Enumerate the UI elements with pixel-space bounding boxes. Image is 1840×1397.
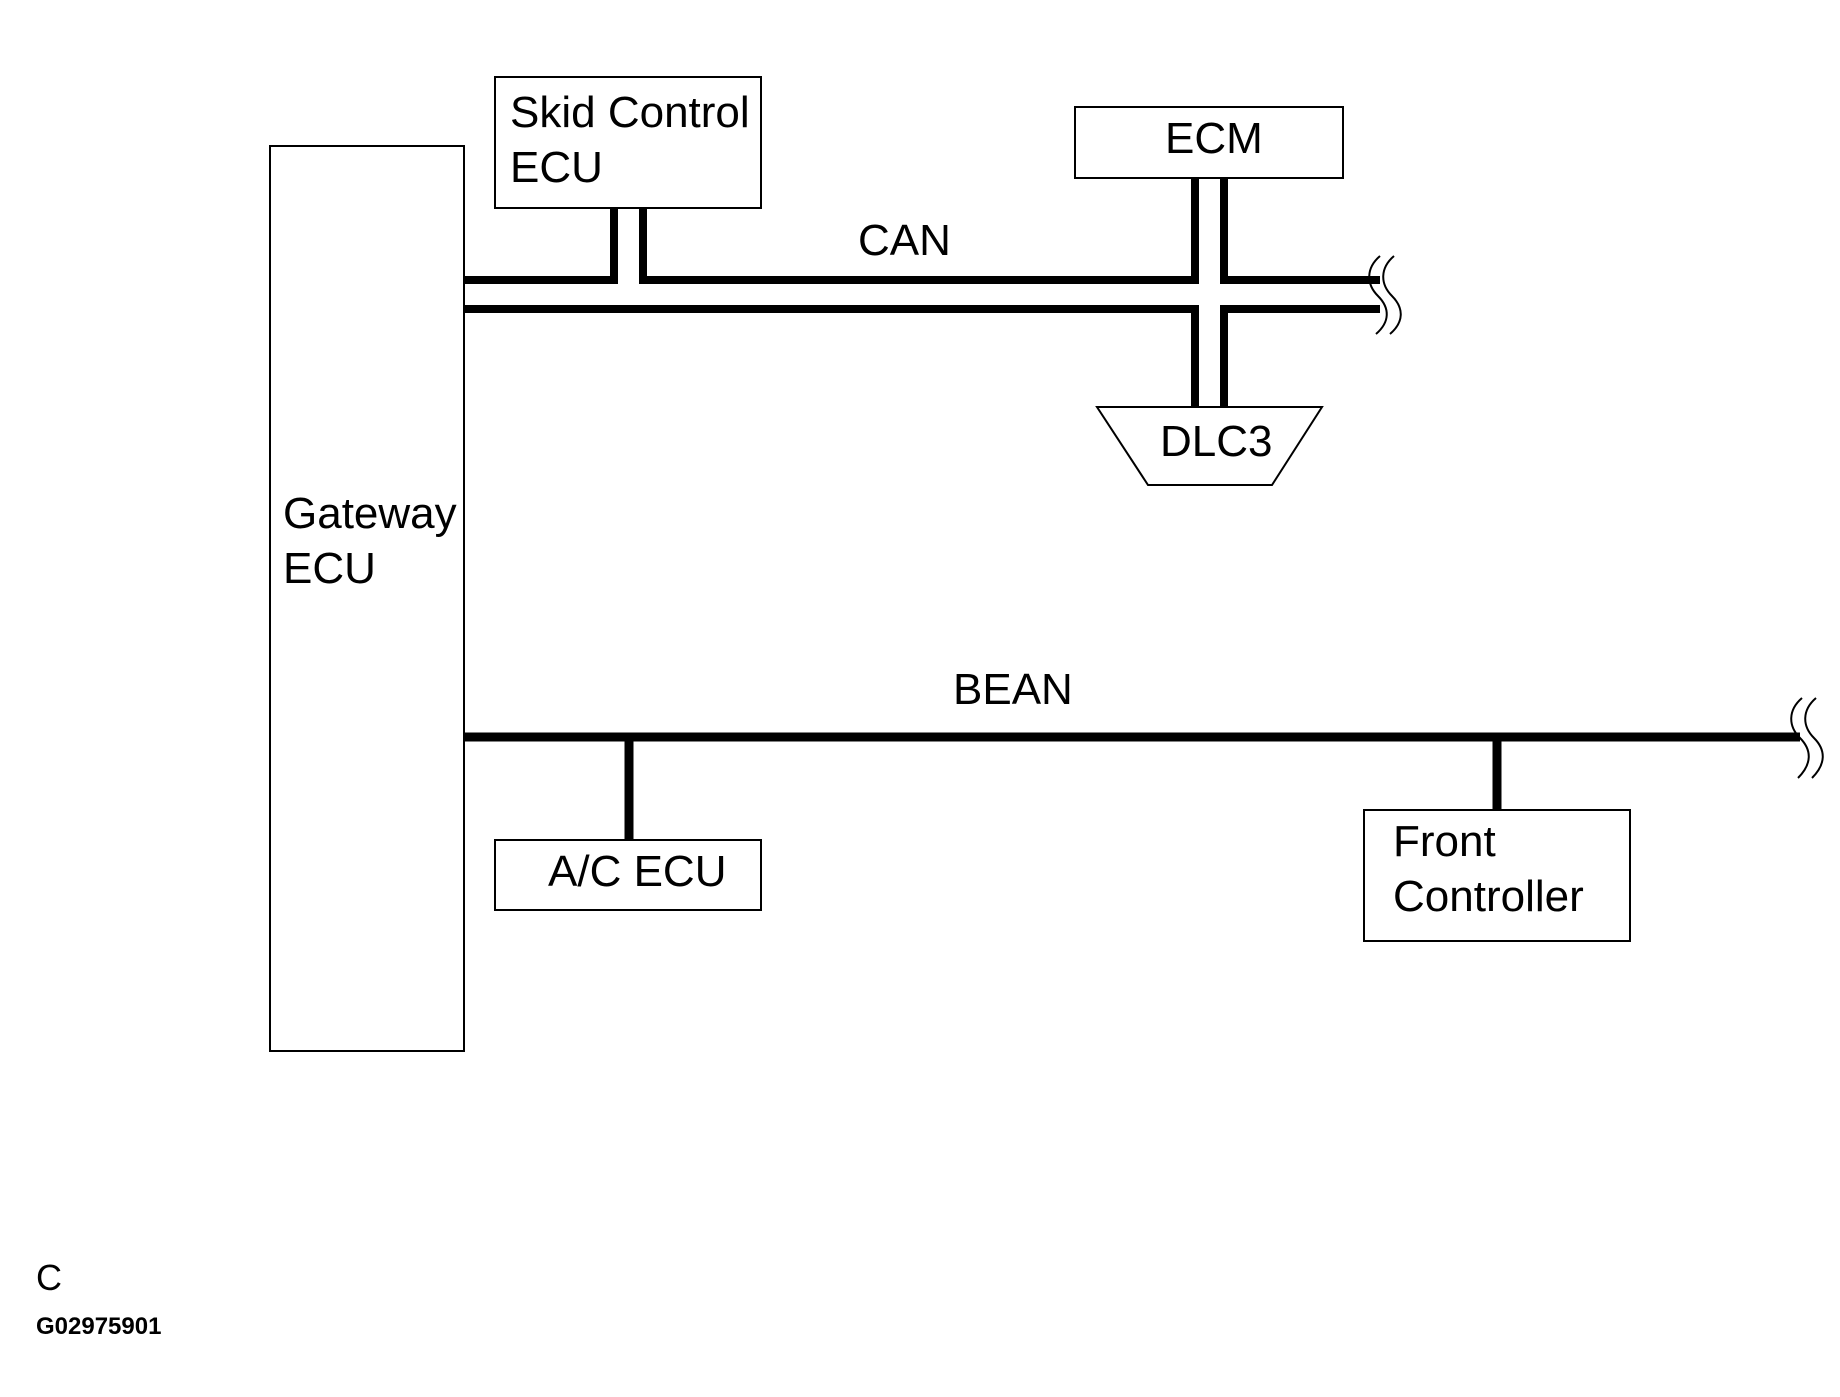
skid-control-ecu-block: Skid Control ECU [494, 76, 762, 209]
ac-ecu-label: A/C ECU [548, 847, 726, 896]
can-bus-lower-left [464, 305, 1199, 407]
front-controller-label-line2: Controller [1393, 872, 1584, 921]
gateway-ecu-block: Gateway ECU [269, 145, 465, 1052]
dlc3-connector: DLC3 [1095, 406, 1324, 486]
bean-bus-label: BEAN [953, 665, 1073, 714]
front-controller-label-line1: Front [1393, 817, 1496, 866]
can-bus-upper-left [464, 208, 618, 284]
can-bus-lower-right [1220, 305, 1380, 407]
gateway-ecu-label-line2: ECU [283, 544, 376, 593]
can-bus [464, 178, 1380, 407]
can-bus-upper-right [1220, 178, 1380, 284]
skid-control-ecu-label-line1: Skid Control [510, 88, 750, 137]
can-bus-upper-middle [639, 178, 1199, 284]
ecm-block: ECM [1074, 106, 1344, 179]
ecm-label: ECM [1165, 114, 1263, 163]
ac-ecu-block: A/C ECU [494, 839, 762, 911]
skid-control-ecu-label-line2: ECU [510, 143, 603, 192]
bean-bus [464, 732, 1800, 840]
bean-break-mark [1790, 697, 1824, 779]
can-break-mark [1368, 255, 1402, 335]
gateway-ecu-label-line1: Gateway [283, 489, 457, 538]
footer-letter: C [36, 1257, 62, 1298]
front-controller-block: Front Controller [1363, 809, 1631, 942]
figure-code: G02975901 [36, 1313, 161, 1340]
dlc3-label: DLC3 [1160, 417, 1273, 466]
can-bus-label: CAN [858, 216, 951, 265]
